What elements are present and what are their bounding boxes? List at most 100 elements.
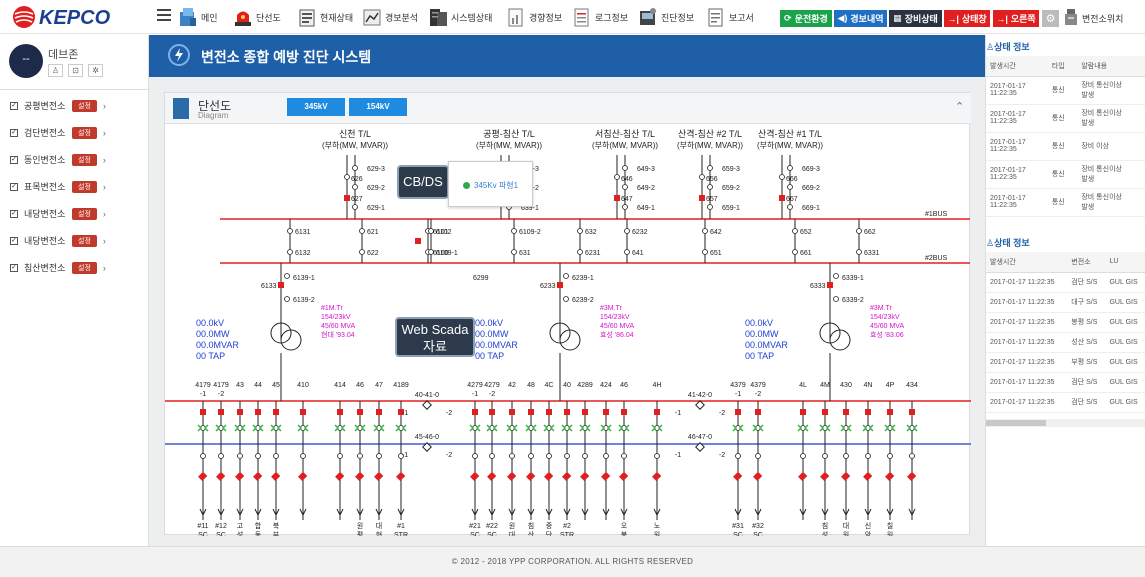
chevron-right-icon[interactable]: ›	[102, 262, 106, 273]
popup-text[interactable]: 345Kv 파형1	[474, 181, 519, 190]
checkbox-icon[interactable]: ✓	[10, 236, 18, 245]
chevron-right-icon[interactable]: ›	[102, 154, 106, 165]
operating-env-button[interactable]: ⟳운전환경	[780, 10, 832, 27]
feeder-arrow	[754, 508, 762, 517]
menu-system-status[interactable]: 시스템상태	[428, 5, 492, 29]
checkbox-icon[interactable]: ✓	[10, 182, 18, 191]
settings-badge[interactable]: 설정	[72, 126, 97, 139]
waveform-popup[interactable]: 345Kv 파형1	[448, 161, 533, 207]
settings-badge[interactable]: 설정	[72, 234, 97, 247]
chevron-right-icon[interactable]: ›	[102, 208, 106, 219]
user-icon[interactable]: ♙	[48, 64, 63, 77]
disconnect-switch	[707, 184, 713, 190]
status-lu: GUL GIS	[1105, 352, 1145, 373]
ct-mark	[486, 424, 492, 432]
avatar[interactable]: --	[9, 44, 43, 78]
feeder-arrow	[254, 508, 262, 517]
menu-main[interactable]: 메인	[178, 5, 218, 29]
ct-mark	[401, 424, 407, 432]
feeder-arrow	[734, 508, 742, 517]
kepco-logo[interactable]: KEPCO	[12, 5, 136, 29]
menu-alarm-analysis[interactable]: 경보분석	[362, 5, 418, 29]
menu-report[interactable]: 보고서	[706, 5, 754, 29]
chevron-right-icon[interactable]: ›	[102, 127, 106, 138]
settings-badge[interactable]: 설정	[72, 207, 97, 220]
settings-badge[interactable]: 설정	[72, 180, 97, 193]
menu-label: 메인	[201, 12, 218, 23]
checkbox-icon[interactable]: ✓	[10, 128, 18, 137]
right-panel-button[interactable]: →|오른쪽	[993, 10, 1039, 27]
chevron-up-icon[interactable]: ⌃	[955, 101, 965, 113]
feeder-arrow	[864, 508, 872, 517]
tr-kv: 00.0kV	[745, 318, 773, 328]
status-window-button[interactable]: →|상태창	[944, 10, 990, 27]
settings-badge[interactable]: 설정	[72, 153, 97, 166]
button-label: 장비상태	[904, 14, 938, 24]
feeder-fuse	[355, 471, 365, 481]
lock-icon[interactable]: ⊡	[68, 64, 83, 77]
substation-name: 공평변전소	[24, 101, 66, 111]
equipment-status-button[interactable]: ▦장비상태	[889, 10, 942, 27]
menu-log-info[interactable]: 로그정보	[572, 5, 628, 29]
horizontal-scrollbar[interactable]	[986, 419, 1145, 427]
menu-label: 로그정보	[595, 12, 629, 23]
checkbox-icon[interactable]: ✓	[10, 155, 18, 164]
alarm-history-button[interactable]: ◀)경보내역	[834, 10, 887, 27]
settings-badge[interactable]: 설정	[72, 261, 97, 274]
feeder-id: 43	[236, 382, 244, 389]
chevron-right-icon[interactable]: ›	[102, 235, 106, 246]
tab-345kv[interactable]: 345kV	[287, 98, 345, 116]
scrollbar-thumb[interactable]	[986, 420, 1046, 426]
feeder-dest: #2	[563, 523, 571, 530]
checkbox-icon[interactable]: ✓	[10, 101, 18, 110]
menu-trend-info[interactable]: 경향정보	[506, 5, 562, 29]
disconnect-switch	[624, 249, 630, 255]
hamburger-menu-icon[interactable]	[157, 9, 171, 21]
sidebar-item-substation[interactable]: ✓ 공평변전소 설정 ›	[0, 92, 149, 119]
checkbox-icon[interactable]: ✓	[10, 209, 18, 218]
tab-154kv[interactable]: 154kV	[349, 98, 407, 116]
menu-current-status[interactable]: 현재상태	[297, 5, 353, 29]
settings-gear-icon[interactable]: ⚙	[1042, 10, 1059, 27]
feeder-fuse	[298, 471, 308, 481]
feeder-fuse	[544, 471, 554, 481]
feeder-sub-id: -1	[200, 391, 206, 398]
menu-diagnosis-info[interactable]: 진단정보	[638, 5, 694, 29]
feeder-dest-2: 원	[843, 530, 849, 536]
feeder-fuse	[374, 471, 384, 481]
status-lu: GUL GIS	[1105, 272, 1145, 293]
chevron-right-icon[interactable]: ›	[102, 181, 106, 192]
tie-switch	[695, 442, 705, 452]
menu-single-line[interactable]: 단선도	[233, 5, 281, 29]
transformer-coil	[829, 329, 851, 351]
gear-icon[interactable]: ✲	[88, 64, 103, 77]
chevron-right-icon[interactable]: ›	[102, 100, 106, 111]
substation-switch-menu[interactable]: 변전소위치	[1063, 7, 1123, 29]
checkbox-icon[interactable]: ✓	[10, 263, 18, 272]
switch-id: 659-1	[722, 205, 740, 212]
disconnect-switch	[255, 453, 261, 459]
tie-side: -2	[446, 452, 452, 459]
ct-mark	[752, 424, 758, 432]
feeder-fuse	[798, 471, 808, 481]
settings-badge[interactable]: 설정	[72, 99, 97, 112]
feeder-fuse	[733, 471, 743, 481]
